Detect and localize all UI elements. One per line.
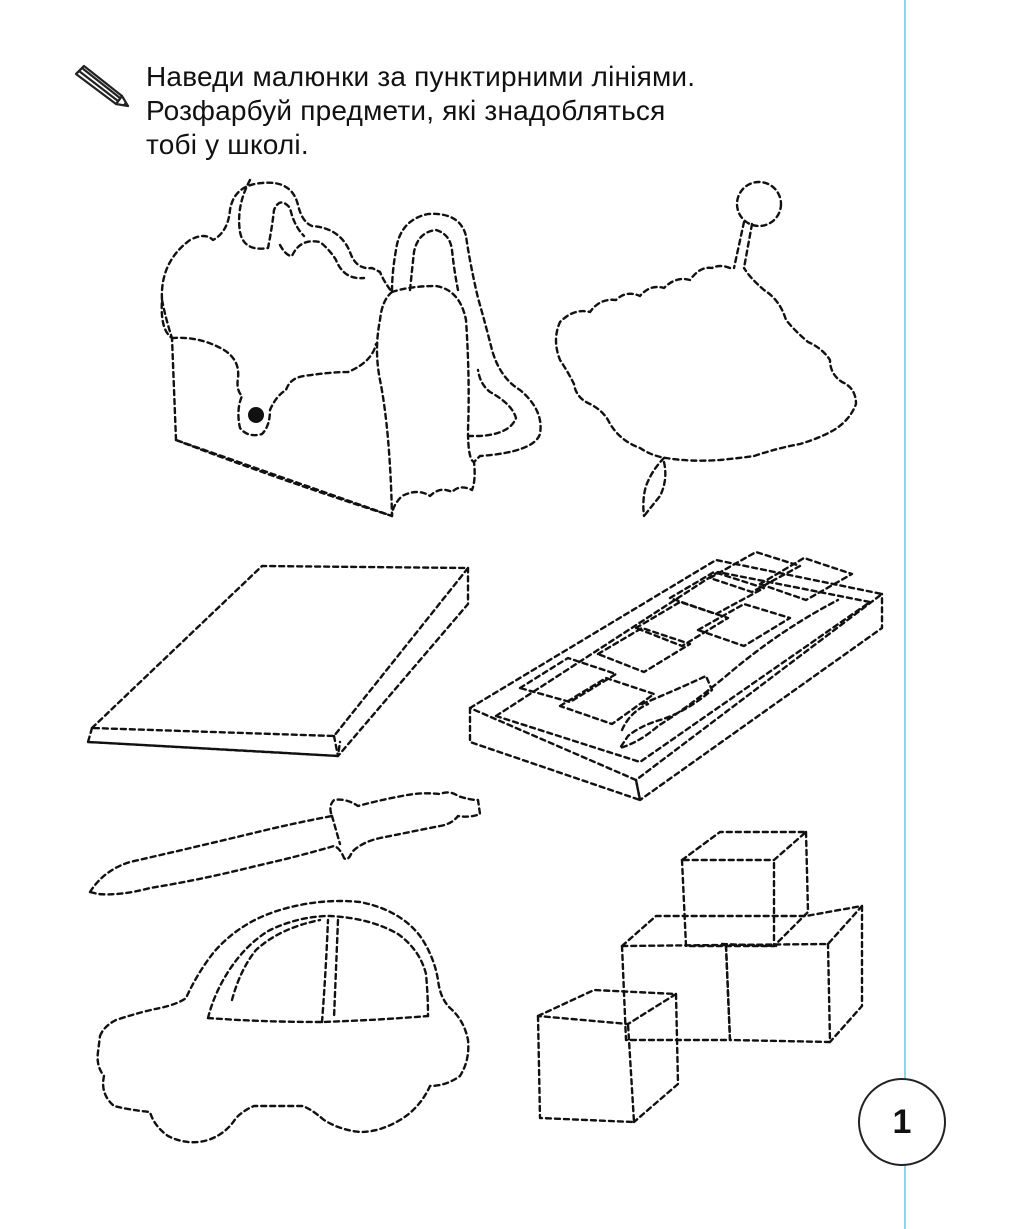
page-margin-line — [904, 0, 906, 1229]
ball-icon — [554, 180, 858, 518]
page-number: 1 — [892, 1102, 912, 1141]
instruction-line-2: Розфарбуй предмети, які знадобляться — [146, 95, 666, 126]
pen-icon — [88, 791, 482, 896]
instruction-line-3: тобі у школі. — [146, 129, 309, 160]
school-bag-icon — [160, 178, 542, 518]
pencil-icon — [74, 64, 130, 108]
instruction-text: Наведи малюнки за пунктирними лініями. Р… — [146, 60, 695, 162]
car-icon — [96, 899, 470, 1144]
notebook-icon — [86, 564, 470, 758]
blocks-icon — [536, 830, 864, 1124]
instruction-line-1: Наведи малюнки за пунктирними лініями. — [146, 61, 696, 92]
page-number-badge: 1 — [858, 1078, 946, 1166]
paint-box-icon — [468, 550, 884, 802]
